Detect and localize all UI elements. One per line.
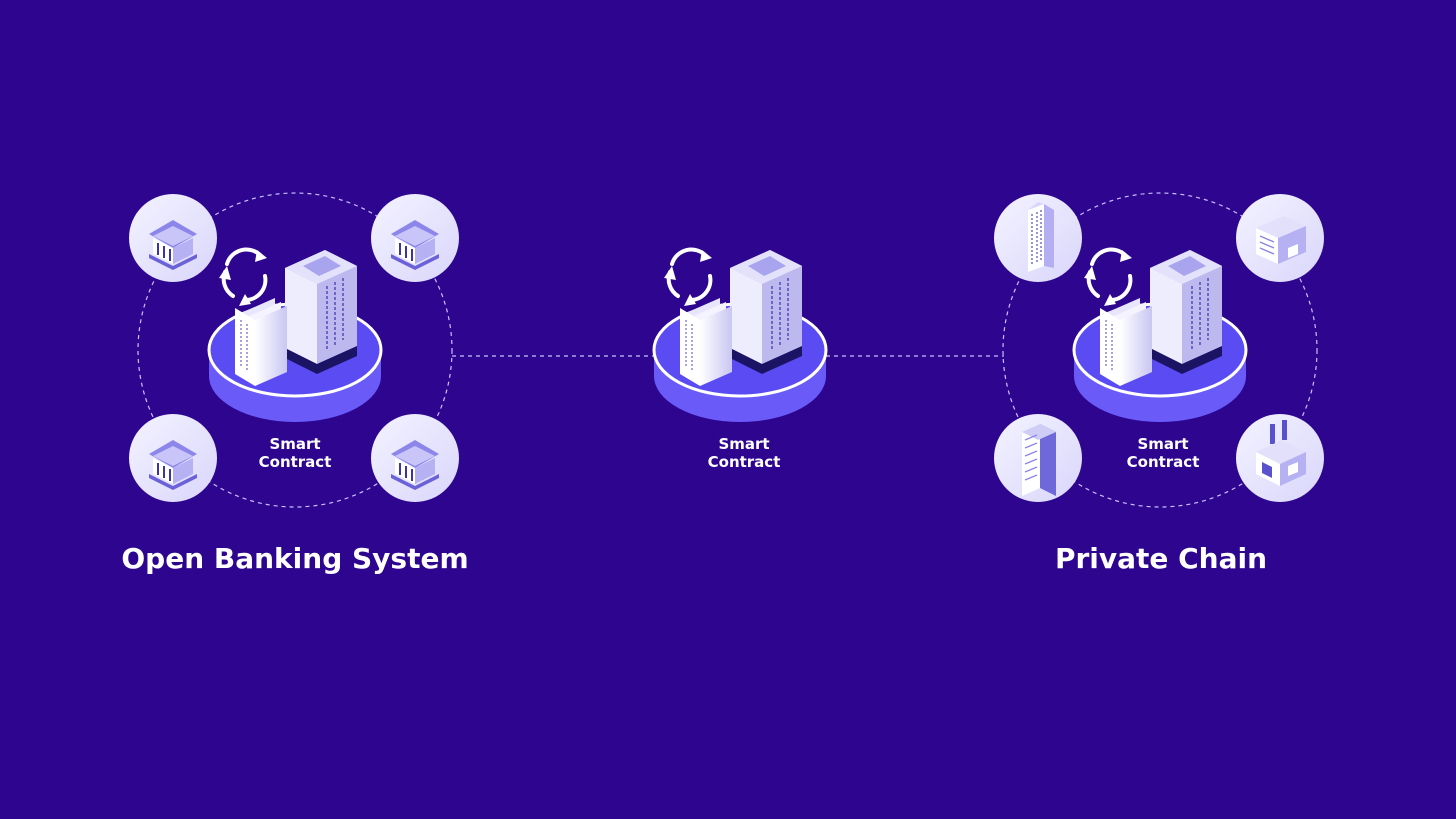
group-2 [652,247,828,422]
group-1-node-4 [371,414,459,502]
group-1 [129,192,459,508]
group-2-hub-label-line1: Smart [718,435,770,453]
group-3-node-3 [994,414,1082,502]
group-1-node-3 [129,414,217,502]
group-3-node-4 [1236,414,1324,502]
skyscraper-icon [1021,423,1057,497]
group-1-hub-label-line2: Contract [258,453,332,471]
open-banking-system-title: Open Banking System [121,542,469,575]
office-tower-icon [1027,201,1055,273]
group-2-hub-label-line2: Contract [707,453,781,471]
group-3-node-2 [1236,194,1324,282]
group-3-hub-label-line1: Smart [1137,435,1189,453]
group-1-hub-label-line1: Smart [269,435,321,453]
group-1-node-2 [371,194,459,282]
group-3-node-1 [994,194,1082,282]
group-1-ring [137,192,453,508]
private-chain-title: Private Chain [1054,542,1268,575]
group-3-hub-label-line2: Contract [1126,453,1200,471]
group-1-node-1 [129,194,217,282]
group-3 [994,192,1324,508]
group-3-ring [1002,192,1318,508]
